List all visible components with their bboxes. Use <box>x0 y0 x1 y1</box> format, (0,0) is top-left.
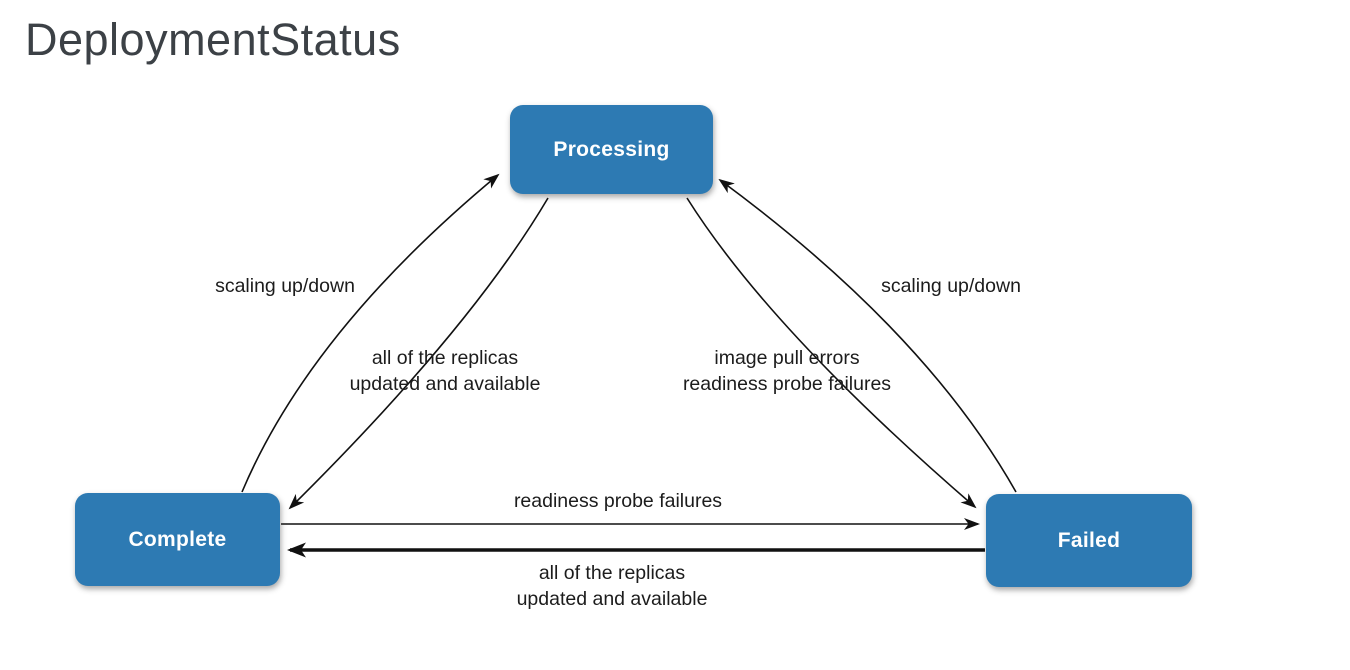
diagram-title: DeploymentStatus <box>25 14 401 65</box>
edge-complete-to-processing <box>241 173 500 493</box>
node-complete: Complete <box>75 493 280 586</box>
edge-label-readiness-probe-failures: readiness probe failures <box>513 490 723 512</box>
node-processing-label: Processing <box>553 137 670 161</box>
edge-label-image-pull-errors: image pull errors readiness probe failur… <box>682 347 892 395</box>
edge-processing-to-complete <box>288 197 549 510</box>
node-failed: Failed <box>986 494 1192 587</box>
edge-label-scaling-up-down-left: scaling up/down <box>215 275 355 297</box>
edge-label-scaling-up-down-right: scaling up/down <box>881 275 1021 297</box>
node-processing: Processing <box>510 105 713 194</box>
edge-processing-to-failed <box>686 197 977 509</box>
edge-label-replicas-updated-bottom: all of the replicas updated and availabl… <box>516 562 708 610</box>
edge-label-replicas-updated-mid: all of the replicas updated and availabl… <box>349 347 541 395</box>
edge-failed-to-processing <box>718 178 1017 493</box>
node-failed-label: Failed <box>1057 528 1121 552</box>
node-complete-label: Complete <box>128 527 227 551</box>
